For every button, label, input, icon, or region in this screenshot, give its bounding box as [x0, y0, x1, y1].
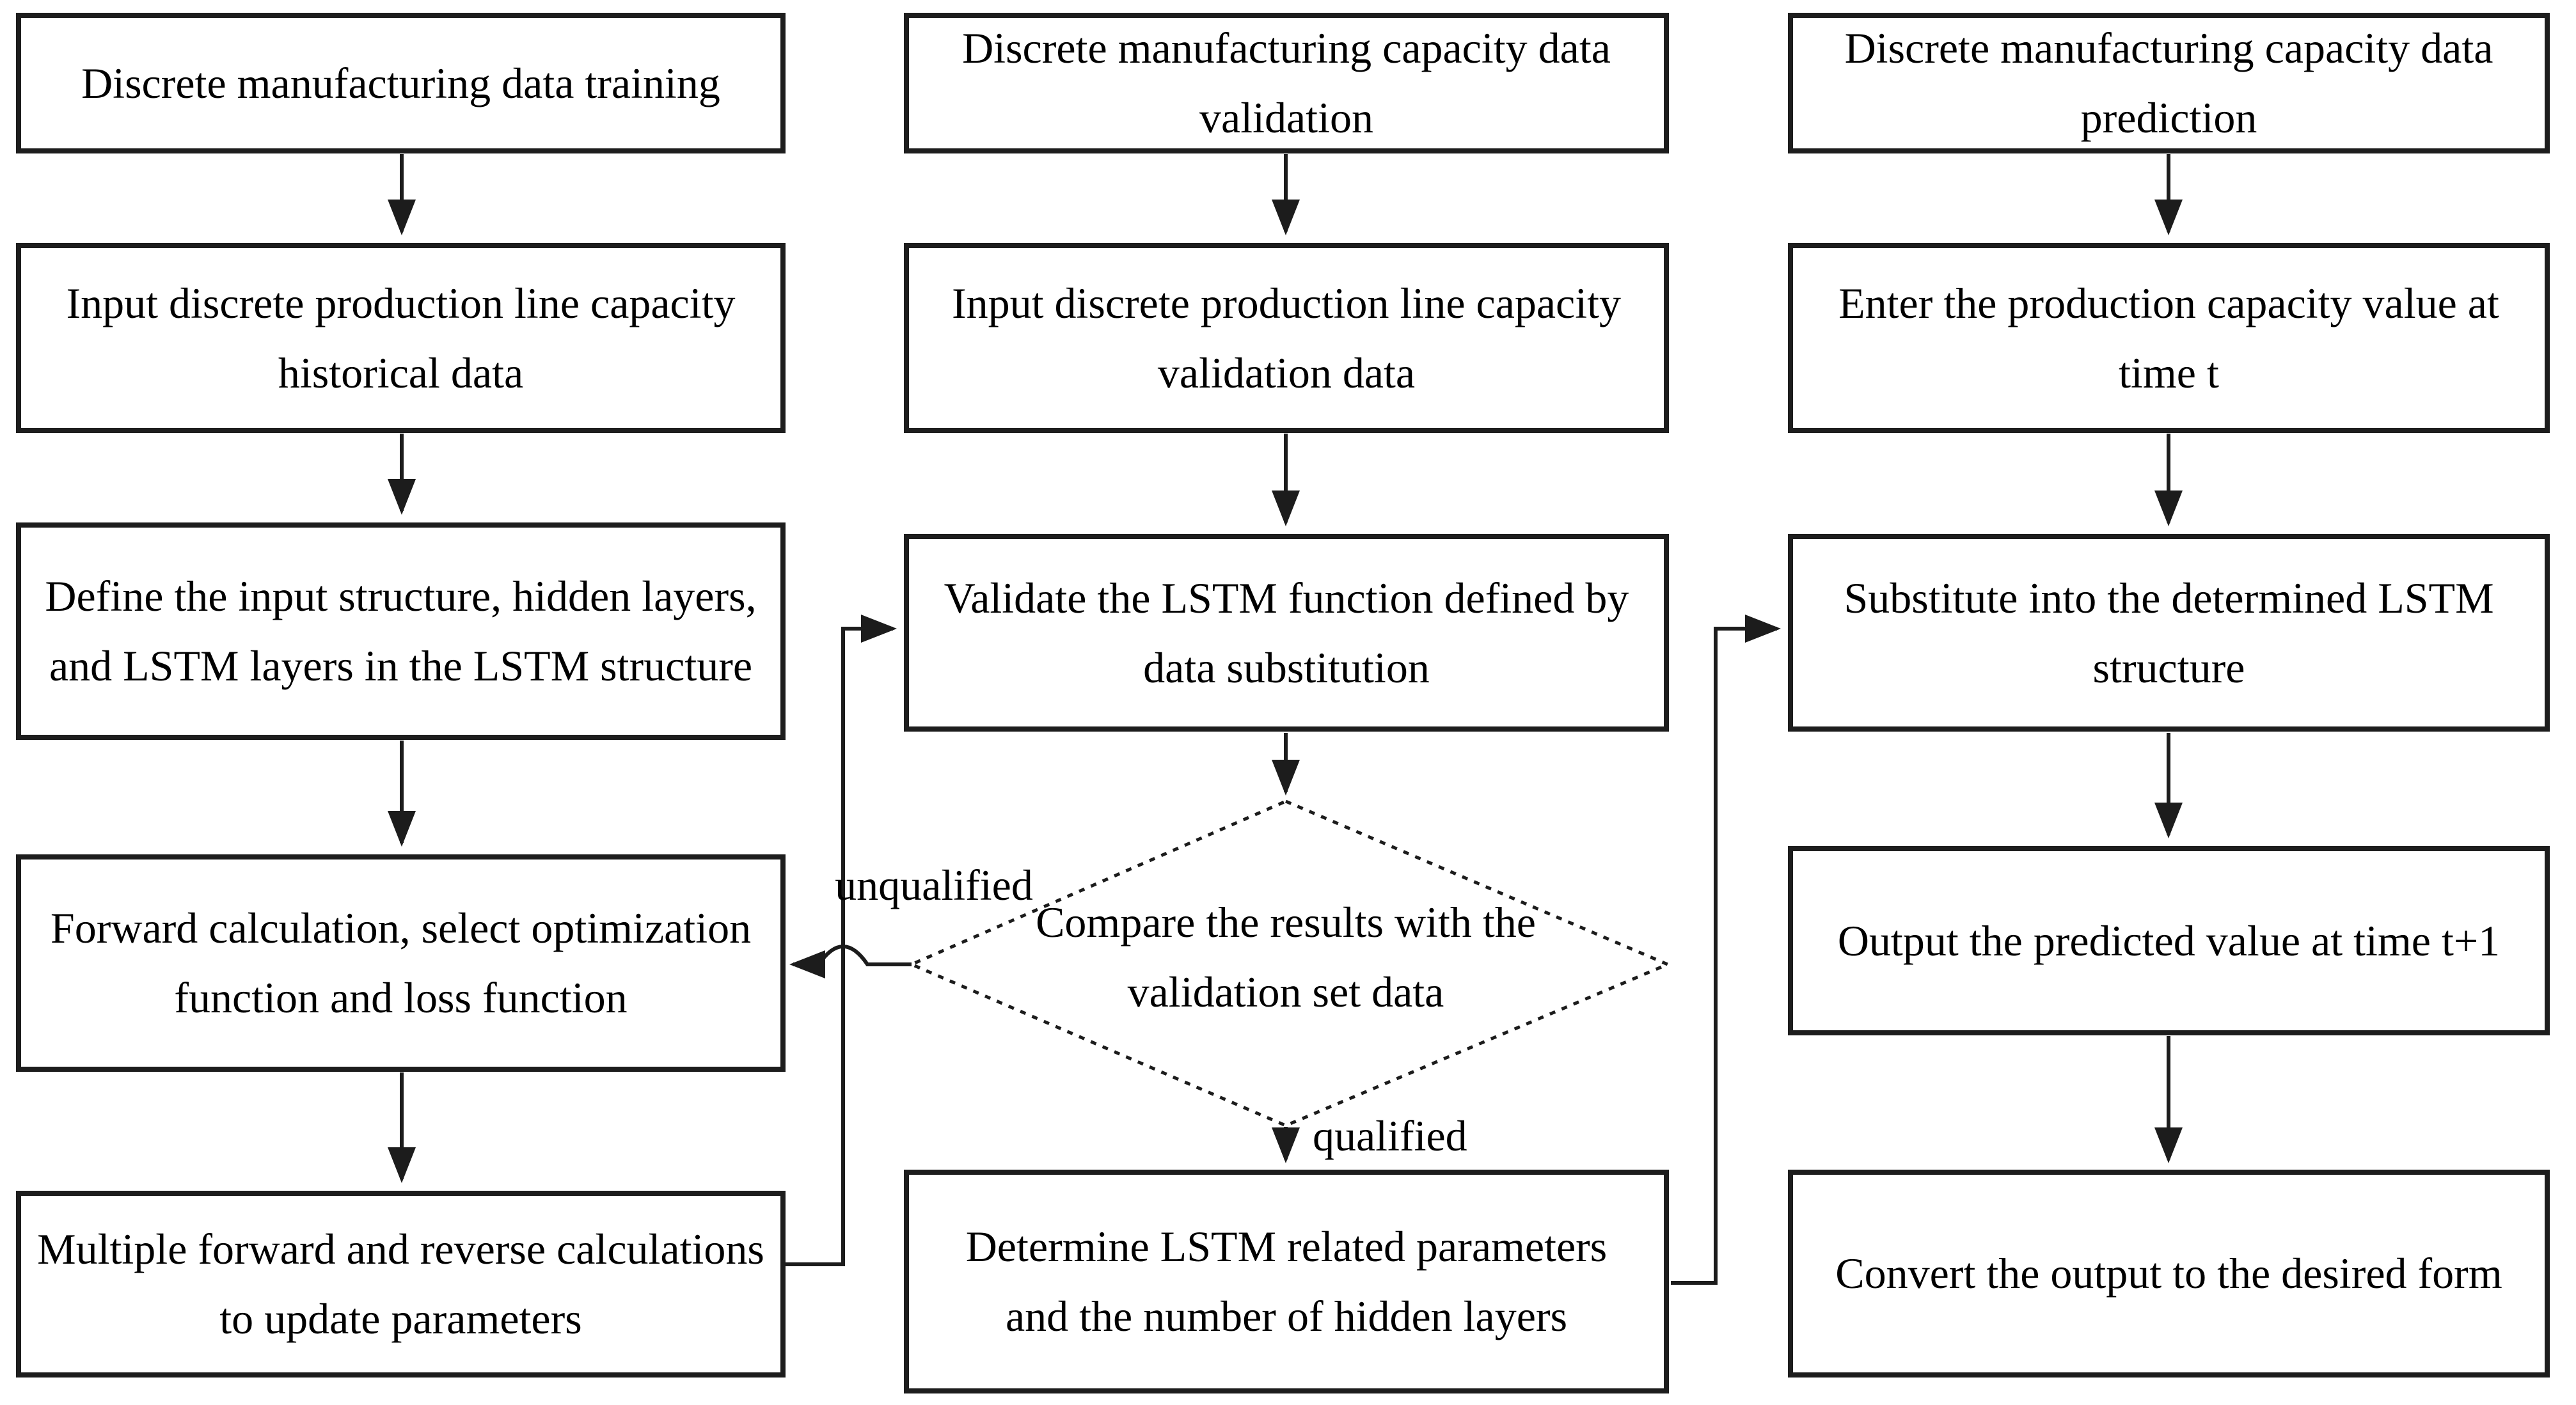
box-update-parameters: Multiple forward and reverse calculation… [16, 1191, 786, 1378]
box-output-predicted-value: Output the predicted value at time t+1 [1788, 846, 2550, 1035]
label-unqualified: unqualified [835, 861, 1033, 909]
box-data-prediction: Discrete manufacturing capacity data pre… [1788, 13, 2550, 153]
decision-diamond [907, 799, 1672, 1127]
box-enter-capacity-value: Enter the production capacity value at t… [1788, 243, 2550, 433]
box-determine-parameters: Determine LSTM related parameters and th… [904, 1170, 1669, 1393]
box-convert-output: Convert the output to the desired form [1788, 1170, 2550, 1378]
arrow-parameters-to-substitute [1671, 615, 1781, 1285]
box-validate-lstm-function: Validate the LSTM function defined by da… [904, 534, 1669, 732]
arrow-unqualified [789, 945, 912, 978]
box-data-validation: Discrete manufacturing capacity data val… [904, 13, 1669, 153]
box-input-validation-data: Input discrete production line capacity … [904, 243, 1669, 433]
box-define-lstm-structure: Define the input structure, hidden layer… [16, 522, 786, 740]
label-qualified: qualified [1313, 1111, 1467, 1160]
box-input-historical-data: Input discrete production line capacity … [16, 243, 786, 433]
decision-compare-results-text: Compare the results with the validation … [1036, 898, 1536, 1016]
box-data-training: Discrete manufacturing data training [16, 13, 786, 153]
box-forward-calculation: Forward calculation, select optimization… [16, 854, 786, 1072]
box-substitute-lstm: Substitute into the determined LSTM stru… [1788, 534, 2550, 732]
